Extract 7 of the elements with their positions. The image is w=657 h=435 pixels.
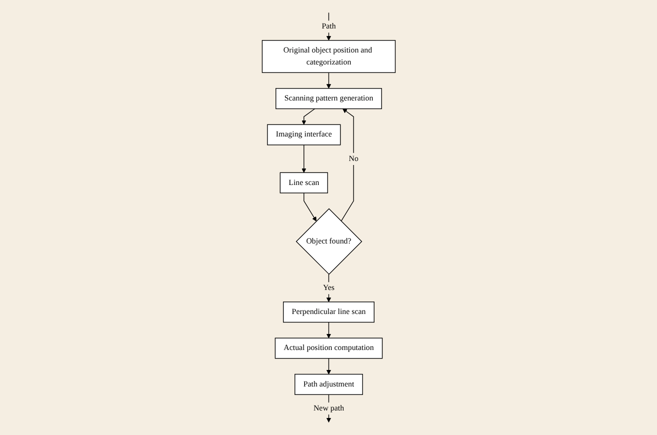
arrow [326,358,331,374]
arrow [326,322,331,338]
arrow [301,144,306,173]
arrow [340,108,354,222]
arrow [301,108,315,125]
arrow [303,192,316,222]
arrow [326,72,331,89]
